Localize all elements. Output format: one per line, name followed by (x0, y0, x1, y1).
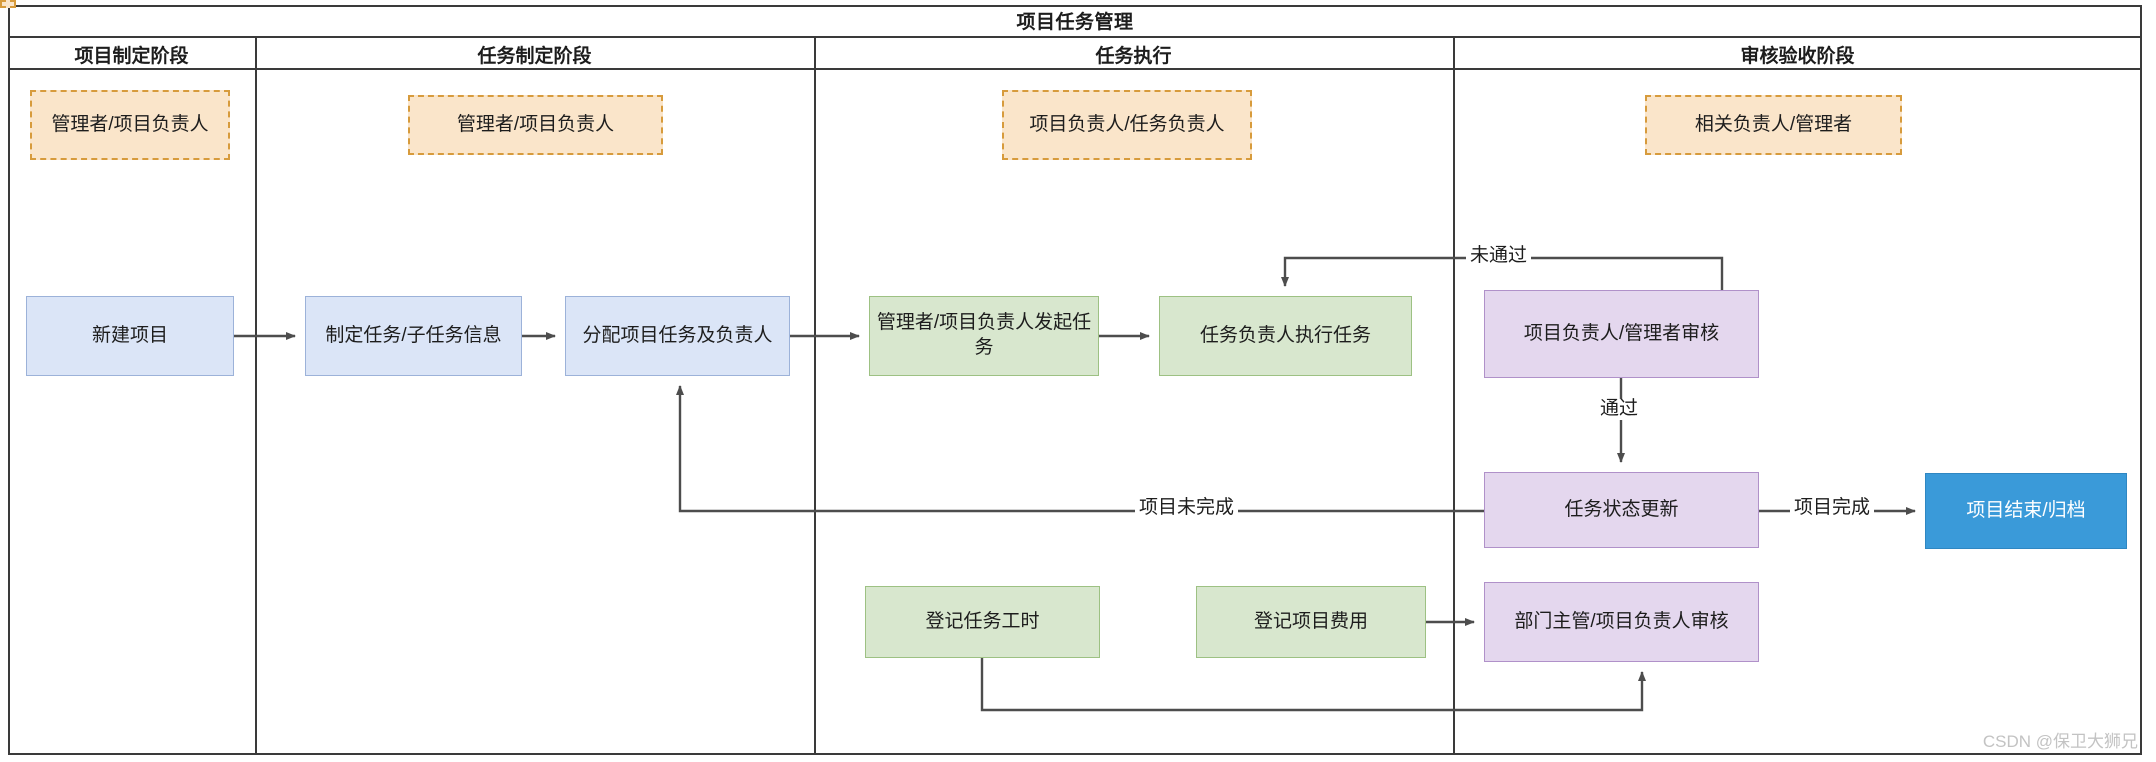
node-execute-task[interactable]: 任务负责人执行任务 (1159, 296, 1412, 376)
node-review-task[interactable]: 项目负责人/管理者审核 (1484, 290, 1759, 378)
lane-divider-2 (814, 38, 816, 755)
role-box-project-planning: 管理者/项目负责人 (30, 90, 230, 160)
node-log-hours[interactable]: 登记任务工时 (865, 586, 1100, 658)
lane-divider-3 (1453, 38, 1455, 755)
lane-header-review-acceptance: 审核验收阶段 (1740, 45, 1855, 67)
edge-label-rejected: 未通过 (1466, 245, 1532, 267)
role-box-task-planning: 管理者/项目负责人 (408, 95, 663, 155)
node-log-cost[interactable]: 登记项目费用 (1196, 586, 1426, 658)
edge-label-approved: 通过 (1596, 398, 1643, 420)
role-box-task-execution: 项目负责人/任务负责人 (1002, 90, 1252, 160)
lane-header-project-planning: 项目制定阶段 (74, 45, 189, 67)
lane-header-task-planning: 任务制定阶段 (477, 45, 592, 67)
lane-header-task-execution: 任务执行 (1095, 45, 1172, 67)
edge-label-project-incomplete: 项目未完成 (1135, 497, 1239, 519)
diagram-title: 项目任务管理 (8, 5, 2142, 38)
node-new-project[interactable]: 新建项目 (26, 296, 234, 376)
node-review-cost[interactable]: 部门主管/项目负责人审核 (1484, 582, 1759, 662)
lane-header-row: 项目制定阶段 任务制定阶段 任务执行 审核验收阶段 (8, 38, 2142, 70)
role-box-review: 相关负责人/管理者 (1645, 95, 1902, 155)
node-initiate-task[interactable]: 管理者/项目负责人发起任务 (869, 296, 1099, 376)
node-define-task[interactable]: 制定任务/子任务信息 (305, 296, 522, 376)
edge-label-project-complete: 项目完成 (1790, 497, 1875, 519)
role-box-review-acceptance (0, 0, 16, 8)
lane-divider-1 (255, 38, 257, 755)
watermark: CSDN @保卫大狮兄 (1982, 732, 2138, 751)
node-update-status[interactable]: 任务状态更新 (1484, 472, 1759, 548)
node-project-end[interactable]: 项目结束/归档 (1925, 473, 2127, 549)
node-assign-task[interactable]: 分配项目任务及负责人 (565, 296, 790, 376)
